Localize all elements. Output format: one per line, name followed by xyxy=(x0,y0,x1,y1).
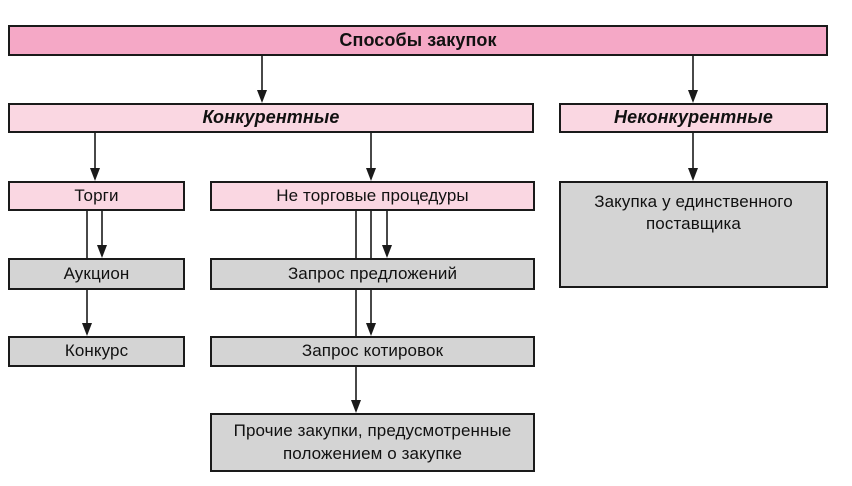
node-non-competitive: Неконкурентные xyxy=(559,103,828,133)
node-single-supplier-purchase: Закупка у единственного поставщика xyxy=(559,181,828,288)
edge-competitive-bidding xyxy=(90,133,100,181)
edge-root-competitive xyxy=(257,56,267,103)
node-non-bidding-procedures: Не торговые процедуры xyxy=(210,181,535,211)
node-request-for-quotations: Запрос котировок xyxy=(210,336,535,367)
node-procurement-methods: Способы закупок xyxy=(8,25,828,56)
node-request-for-proposals: Запрос предложений xyxy=(210,258,535,290)
edge-root-noncompetitive xyxy=(688,56,698,103)
edge-competitive-nonbidding xyxy=(366,133,376,181)
edge-noncompetitive-single-supplier xyxy=(688,133,698,181)
node-other-purchases: Прочие закупки, предусмотренные положени… xyxy=(210,413,535,472)
edge-nonbidding-other xyxy=(351,211,361,413)
node-bidding: Торги xyxy=(8,181,185,211)
node-contest: Конкурс xyxy=(8,336,185,367)
edge-bidding-auction xyxy=(97,211,107,258)
node-competitive: Конкурентные xyxy=(8,103,534,133)
node-auction: Аукцион xyxy=(8,258,185,290)
edge-nonbidding-rfp xyxy=(382,211,392,258)
